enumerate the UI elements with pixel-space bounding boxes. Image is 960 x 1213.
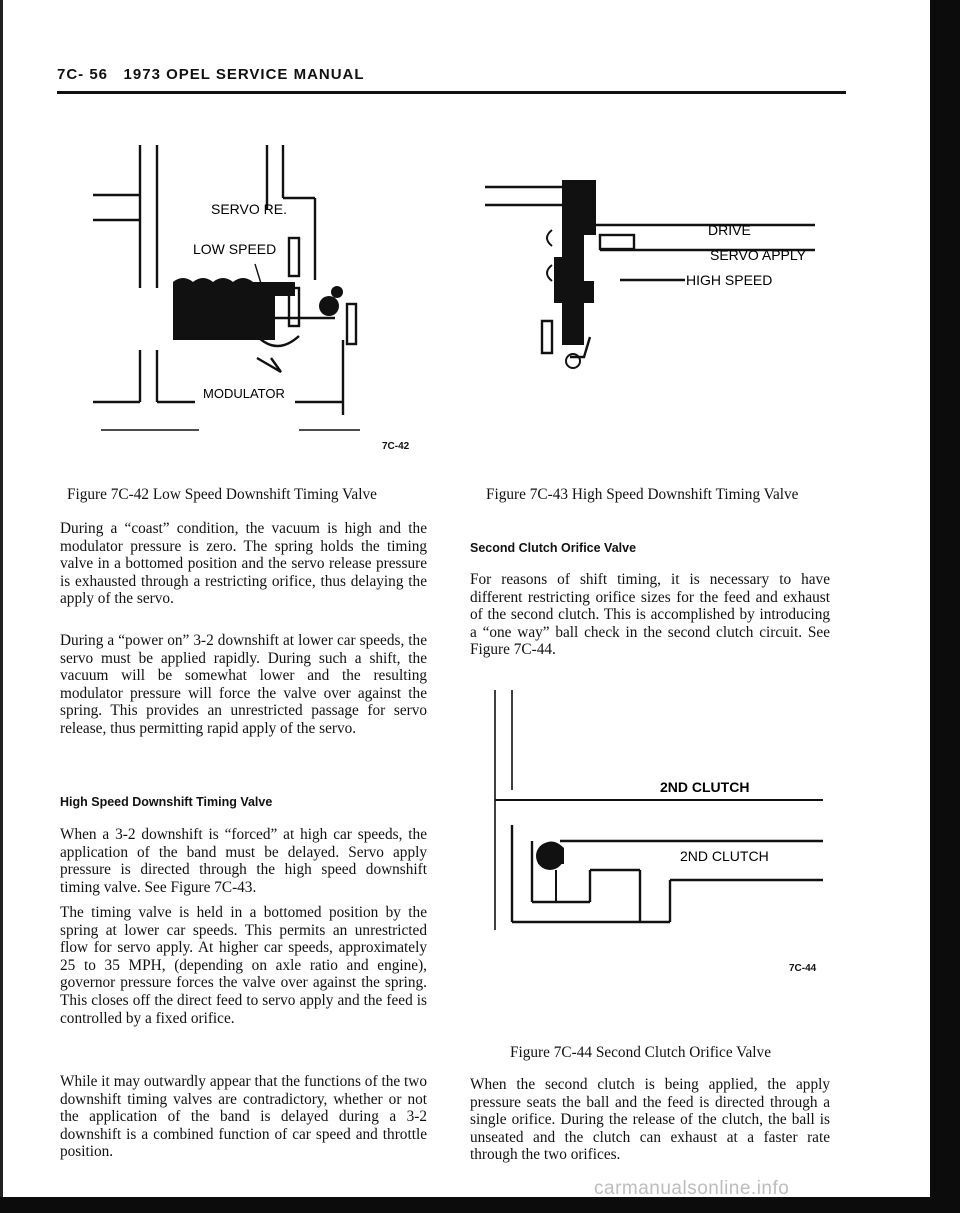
heading-second-clutch-orifice-valve: Second Clutch Orifice Valve xyxy=(470,541,637,555)
label-servo-apply: SERVO APPLY xyxy=(710,247,807,263)
heading-high-speed-timing-valve: High Speed Downshift Timing Valve xyxy=(60,795,273,809)
label-low-speed: LOW SPEED xyxy=(193,241,276,257)
figure-7c-44-diagram: 2ND CLUTCH 2ND CLUTCH xyxy=(494,690,823,930)
paragraph-second-clutch-applied: When the second clutch is being applied,… xyxy=(470,1076,830,1164)
figure-7c-43-diagram: DRIVE SERVO APPLY HIGH SPEED xyxy=(485,180,815,369)
figure-number-7c-44: 7C-44 xyxy=(789,963,817,974)
paragraph-timing-valve-held: The timing valve is held in a bottomed p… xyxy=(60,904,427,1027)
label-servo-release: SERVO RE. xyxy=(211,201,287,217)
scan-border-right xyxy=(930,0,960,1213)
paragraph-coast: During a “coast” condition, the vacuum i… xyxy=(60,520,427,608)
header-rule xyxy=(57,91,846,94)
watermark: carmanualsonline.info xyxy=(594,1178,790,1199)
page-header: 7C- 56 1973 OPEL SERVICE MANUAL xyxy=(57,66,365,83)
scan-border-bottom xyxy=(0,1197,930,1213)
label-modulator: MODULATOR xyxy=(203,386,285,401)
label-high-speed: HIGH SPEED xyxy=(686,272,772,288)
label-drive: DRIVE xyxy=(708,222,751,238)
paragraph-forced-downshift: When a 3-2 downshift is “forced” at high… xyxy=(60,826,427,896)
page-number: 7C- 56 xyxy=(57,66,109,83)
caption-7c-43: Figure 7C-43 High Speed Downshift Timing… xyxy=(486,486,799,503)
figure-7c-42-diagram: SERVO RE. LOW SPEED MODULATOR xyxy=(93,145,360,431)
paragraph-shift-timing: For reasons of shift timing, it is neces… xyxy=(470,571,830,659)
paragraph-contradictory: While it may outwardly appear that the f… xyxy=(60,1073,427,1161)
label-2nd-clutch-top: 2ND CLUTCH xyxy=(660,779,749,795)
caption-7c-42: Figure 7C-42 Low Speed Downshift Timing … xyxy=(67,486,377,503)
paragraph-power-on: During a “power on” 3-2 downshift at low… xyxy=(60,632,427,737)
manual-title: 1973 OPEL SERVICE MANUAL xyxy=(123,66,365,83)
label-2nd-clutch-mid: 2ND CLUTCH xyxy=(680,848,769,864)
caption-7c-44: Figure 7C-44 Second Clutch Orifice Valve xyxy=(510,1044,771,1061)
page-edge xyxy=(0,0,3,1213)
figure-number-7c-42: 7C-42 xyxy=(382,441,410,452)
